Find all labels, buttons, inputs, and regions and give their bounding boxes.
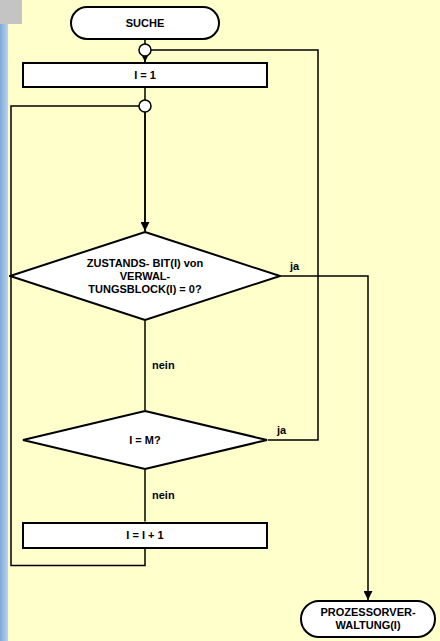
decision-diamond: I = M? [22, 410, 268, 470]
terminator-box: SUCHE [70, 6, 220, 40]
text-group: ZUSTANDS- BIT(I) von VERWAL- TUNGSBLOCK(… [81, 257, 209, 296]
edge-label: nein [151, 489, 176, 502]
node-text: PROZESSORVER- WALTUNG(I) [312, 606, 424, 632]
diamond-shape [10, 232, 280, 320]
corner-texture [0, 0, 22, 24]
flow-arrow [281, 276, 368, 600]
text-group: PROZESSORVER- WALTUNG(I) [312, 606, 424, 632]
node-text: I = I + 1 [126, 529, 163, 542]
junction-circle [139, 100, 151, 112]
text-group: SUCHE [126, 17, 165, 30]
terminator-box: PROZESSORVER- WALTUNG(I) [300, 600, 436, 638]
decision-diamond: ZUSTANDS- BIT(I) von VERWAL- TUNGSBLOCK(… [9, 231, 281, 321]
edge-label: ja [276, 424, 287, 437]
node-text: I = 1 [134, 69, 156, 82]
node-text: I = M? [129, 434, 160, 447]
text-group: I = 1 [134, 69, 156, 82]
node-text: SUCHE [126, 17, 165, 30]
process-box: I = 1 [22, 62, 268, 88]
junction-circle [139, 44, 151, 56]
process-box: I = I + 1 [22, 522, 268, 549]
text-group: I = I + 1 [126, 529, 163, 542]
flow-arrow [144, 470, 146, 522]
node-text: ZUSTANDS- BIT(I) von VERWAL- TUNGSBLOCK(… [81, 257, 209, 296]
diamond-shape [23, 411, 267, 469]
side-strip [0, 0, 8, 641]
edge-label: nein [151, 359, 176, 372]
flow-arrow [144, 321, 146, 410]
text-group: I = M? [129, 434, 160, 447]
flow-arrow [11, 106, 145, 566]
edge-label: ja [289, 260, 300, 273]
